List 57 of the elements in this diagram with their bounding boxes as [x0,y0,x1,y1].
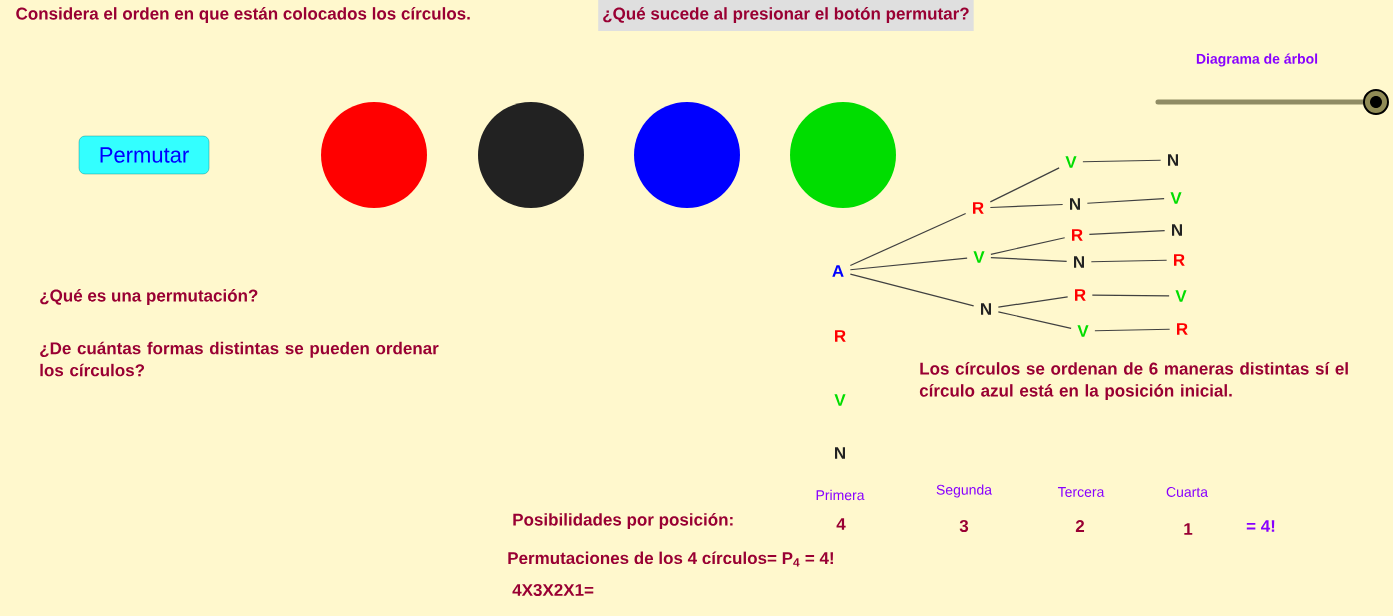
tree-letter: V [1170,192,1182,204]
count-number: 2 [1075,520,1085,532]
position-label: Primera [816,489,865,501]
question-text: ¿Qué es una permutación? [40,289,258,305]
position-label: Cuarta [1166,487,1208,497]
count-number: 3 [959,519,969,532]
tree-letter: N [1172,224,1182,236]
question-heading: ¿Qué sucede al presionar el botón permutar? [598,0,974,31]
tree-line [989,203,1064,209]
circle [478,102,584,208]
tree-letter: R [1072,229,1083,241]
tree-line [849,212,967,267]
result-text: = 4! [1246,520,1275,532]
tree-line [1090,259,1168,263]
tree-line [1082,159,1162,163]
tree-line [1094,328,1171,332]
column-letter: N [835,447,845,459]
tree-letter: N [1074,256,1084,268]
tree-letter: V [973,251,985,263]
count-number: 1 [1184,523,1193,535]
tree-letter: A [832,265,844,277]
tree-letter: R [1075,289,1086,301]
tree-letter: V [1077,325,1089,337]
title: Considera el orden en que están colocados los círculos. [16,7,470,23]
position-label: Tercera [1057,487,1105,497]
tree-line [989,167,1060,203]
tree-letter: N [981,303,991,315]
tree-line [997,296,1069,308]
tree-letter: N [1168,154,1178,166]
circle [634,102,740,208]
tree-letter: R [1174,254,1185,266]
permute-button: Permutar [78,135,210,175]
position-label: Segunda [936,484,993,498]
column-letter: R [835,330,846,342]
note-text: Los círculos se ordenan de 6 maneras distintas sí el círculo azul está en la posición inicial. [919,362,1348,400]
tree-line [849,273,975,307]
tree-line [1086,198,1165,204]
slider-label: Diagrama de árbol [1196,53,1318,67]
tree-letter: V [1175,290,1187,302]
tree-letter: V [1065,156,1077,168]
tree-letter: R [973,202,984,214]
count-number: 4 [836,518,846,530]
tree-line [990,257,1068,262]
formula-text: Permutaciones de los 4 círculos= P$_{4}$ = 4! [508,551,833,567]
tree-letter: N [1070,198,1080,210]
circle [321,102,427,208]
column-letter: V [834,394,846,406]
circle [790,102,896,208]
tree-line [1091,294,1170,297]
row-label: Posibilidades por posición: [513,513,733,529]
formula-text: 4X3X2X1= [512,583,594,596]
question-text: ¿De cuántas formas distintas se pueden ordenar los círculos? [40,341,439,377]
tree-line [1088,230,1166,235]
tree-line [997,311,1072,329]
tree-line [990,237,1066,255]
tree-line [849,257,968,271]
tree-letter: R [1177,323,1188,335]
